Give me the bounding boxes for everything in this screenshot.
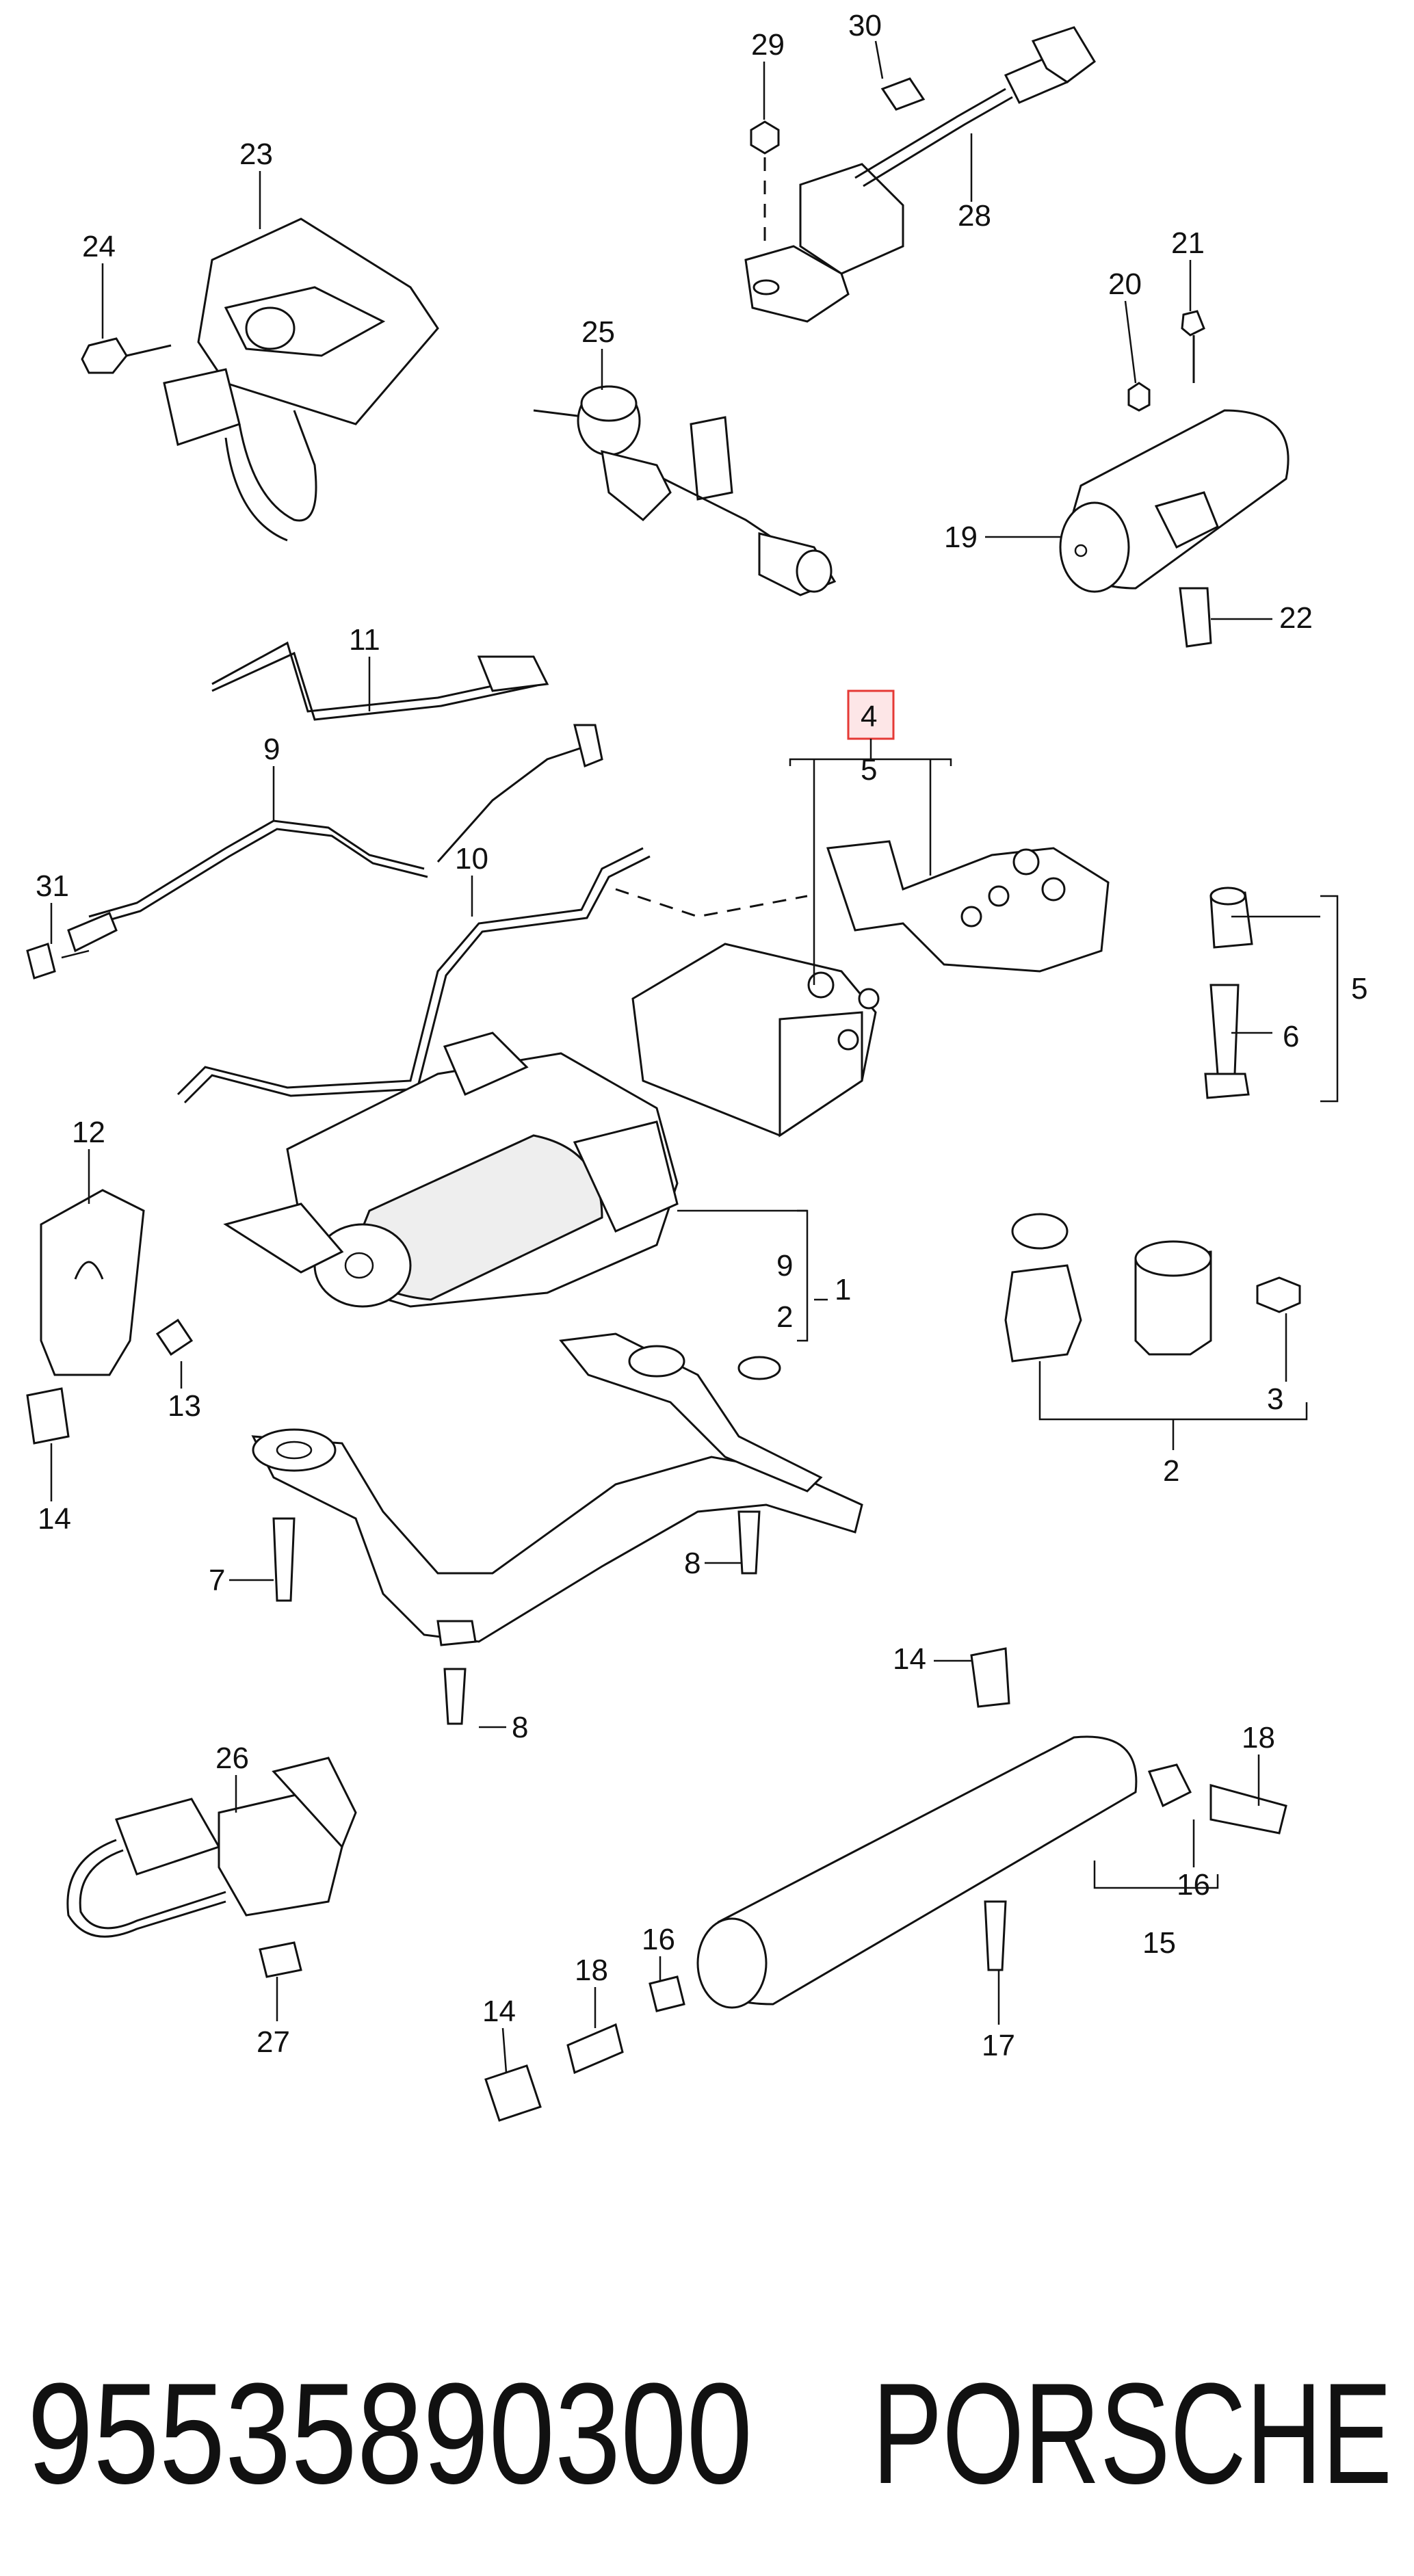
callout-13: 13 [168,1389,201,1423]
callout-10: 10 [455,842,488,876]
callout-28: 28 [958,199,991,233]
callout-2-compressor: 2 [776,1300,793,1334]
valve-bracket-drawing [81,218,439,542]
callout-5-relay: 5 [861,753,877,787]
callout-29: 29 [751,28,785,62]
callout-6: 6 [1283,1020,1299,1053]
brand-name: PORSCHE [872,2353,1392,2514]
pressure-accumulator-drawing [484,1647,1287,2122]
callout-18-left: 18 [575,1954,608,1987]
callout-17: 17 [982,2029,1015,2062]
callout-19: 19 [944,521,978,554]
relay-bracket-drawing [631,689,1110,1138]
callout-18-right: 18 [1242,1721,1275,1754]
callout-12: 12 [72,1116,105,1149]
compressor-assembly-drawing [223,1031,809,1342]
callout-3: 3 [1267,1382,1283,1416]
pressure-sensor-drawing [533,385,837,596]
callout-2-mounts: 2 [1163,1454,1179,1488]
callout-11: 11 [349,623,380,657]
sensor-with-cable-drawing [744,26,1096,323]
part-number: 95535890300 [27,2353,752,2514]
callout-21: 21 [1171,226,1205,260]
reservoir-drawing [1059,310,1289,648]
callout-16-left: 16 [642,1923,675,1956]
air-lines-drawing [26,641,808,1104]
callout-14-accumulator: 14 [893,1642,926,1676]
callout-1: 1 [835,1273,851,1306]
mount-bracket-drawing [26,1189,194,1445]
callout-31: 31 [36,869,69,903]
callout-labels: 29 30 28 23 24 25 20 21 19 22 11 9 10 31… [36,9,1367,2062]
callout-27: 27 [257,2025,290,2059]
callout-15: 15 [1142,1926,1176,1960]
callout-25: 25 [581,315,615,349]
callout-8-right: 8 [684,1547,701,1580]
callout-23: 23 [239,137,273,171]
callout-9-compressor: 9 [776,1249,793,1283]
callout-26: 26 [215,1742,249,1775]
solenoid-valve-drawing [66,1757,357,1978]
callout-16-right: 16 [1177,1868,1210,1902]
callout-14-bracket: 14 [38,1502,71,1536]
callout-4: 4 [861,700,877,733]
callout-5-bolt: 5 [1351,972,1367,1006]
callout-30: 30 [848,9,882,42]
rubber-mounts-drawing [1004,1213,1308,1421]
callout-8-lower: 8 [512,1711,528,1744]
callout-9-line: 9 [263,733,280,766]
bolt-sleeve-drawing [1204,886,1339,1103]
carrier-bracket-drawing [251,1332,863,1725]
part-footer: 95535890300 PORSCHE [27,2353,1392,2514]
callout-22: 22 [1279,601,1313,635]
callout-14-left: 14 [482,1995,516,2028]
callout-20: 20 [1108,267,1142,301]
leader-lines [50,40,1320,2073]
callout-7: 7 [209,1564,225,1597]
callout-24: 24 [82,230,116,263]
